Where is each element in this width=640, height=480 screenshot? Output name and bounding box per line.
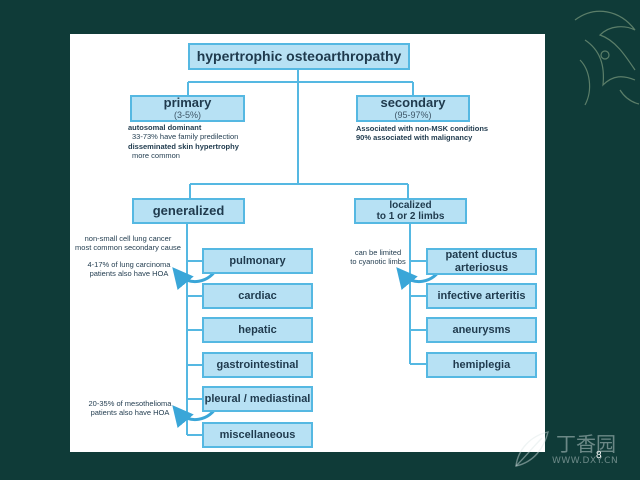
secondary-notes: Associated with non-MSK conditions 90% a… bbox=[356, 124, 536, 143]
secondary-note-2: 90% associated with malignancy bbox=[356, 133, 473, 143]
generalized-item-label: hepatic bbox=[238, 323, 277, 336]
lung-carcinoma-note: 4-17% of lung carcinoma patients also ha… bbox=[70, 260, 188, 279]
localized-item-label-line2: arteriosus bbox=[454, 261, 509, 274]
generalized-note-top-1: non-small cell lung cancer bbox=[84, 234, 172, 243]
generalized-item-miscellaneous: miscellaneous bbox=[202, 422, 313, 448]
watermark-chinese: 丁香园 bbox=[556, 432, 616, 456]
diagram-panel: hypertrophic osteoarthropathy primary (3… bbox=[70, 34, 545, 452]
generalized-item-label: miscellaneous bbox=[219, 428, 296, 441]
secondary-note-1: Associated with non-MSK conditions bbox=[356, 124, 489, 133]
localized-item-label: infective arteritis bbox=[437, 289, 526, 302]
page-number: 8 bbox=[596, 450, 602, 461]
generalized-item-hepatic: hepatic bbox=[202, 317, 313, 343]
watermark-logo: 丁香园 WWW.DXY.CN bbox=[508, 426, 636, 474]
title-box: hypertrophic osteoarthropathy bbox=[188, 43, 410, 70]
localized-item-label: aneurysms bbox=[452, 323, 511, 336]
cyanotic-note-2: to cyanotic limbs bbox=[350, 257, 406, 267]
localized-item-label: patent ductus bbox=[445, 249, 518, 262]
primary-range: (3-5%) bbox=[173, 109, 201, 120]
diagram-title: hypertrophic osteoarthropathy bbox=[196, 47, 402, 64]
localized-item-patent-ductus-arteriosus: patent ductus arteriosus bbox=[426, 248, 537, 275]
primary-notes: autosomal dominant 33-73% have family pr… bbox=[128, 123, 288, 161]
localized-label-line1: localized bbox=[389, 200, 432, 211]
primary-label: primary bbox=[163, 95, 212, 111]
corner-ornament bbox=[574, 10, 640, 106]
watermark-url: WWW.DXY.CN bbox=[552, 456, 619, 466]
cyanotic-note-1: can be limited bbox=[354, 248, 402, 257]
lung-note-1: 4-17% of lung carcinoma bbox=[87, 260, 171, 269]
localized-item-hemiplegia: hemiplegia bbox=[426, 352, 537, 378]
localized-item-aneurysms: aneurysms bbox=[426, 317, 537, 343]
localized-item-label: hemiplegia bbox=[452, 358, 511, 371]
generalized-label: generalized bbox=[152, 202, 225, 218]
cyanotic-limbs-note: can be limited to cyanotic limbs bbox=[338, 248, 418, 267]
secondary-box: secondary (95-97%) bbox=[356, 95, 470, 122]
primary-note-1: autosomal dominant bbox=[128, 123, 202, 132]
meso-note-1: 20-35% of mesothelioma bbox=[88, 399, 172, 408]
generalized-item-label: cardiac bbox=[238, 289, 277, 302]
primary-note-4: more common bbox=[132, 151, 180, 161]
leaf-icon bbox=[515, 431, 549, 467]
generalized-note-top-2: most common secondary cause bbox=[75, 243, 181, 253]
mesothelioma-note: 20-35% of mesothelioma patients also hav… bbox=[72, 399, 188, 418]
primary-box: primary (3-5%) bbox=[130, 95, 245, 122]
generalized-item-gastrointestinal: gastrointestinal bbox=[202, 352, 313, 378]
generalized-note-top: non-small cell lung cancer most common s… bbox=[70, 234, 186, 253]
lung-note-2: patients also have HOA bbox=[89, 269, 169, 279]
generalized-item-pleural-mediastinal: pleural / mediastinal bbox=[202, 386, 313, 412]
localized-box: localized to 1 or 2 limbs bbox=[354, 198, 467, 224]
generalized-item-cardiac: cardiac bbox=[202, 283, 313, 309]
generalized-item-pulmonary: pulmonary bbox=[202, 248, 313, 274]
localized-item-infective-arteritis: infective arteritis bbox=[426, 283, 537, 309]
secondary-label: secondary bbox=[380, 95, 446, 111]
primary-note-2: 33-73% have family predilection bbox=[132, 132, 239, 142]
generalized-item-label: gastrointestinal bbox=[216, 358, 299, 371]
generalized-item-label: pulmonary bbox=[229, 254, 286, 267]
primary-note-3: disseminated skin hypertrophy bbox=[128, 141, 239, 151]
generalized-item-label: pleural / mediastinal bbox=[204, 392, 311, 405]
localized-label-line2: to 1 or 2 limbs bbox=[376, 211, 445, 222]
meso-note-2: patients also have HOA bbox=[90, 408, 170, 418]
connector-lines bbox=[172, 69, 444, 436]
generalized-box: generalized bbox=[132, 198, 245, 224]
secondary-range: (95-97%) bbox=[394, 109, 432, 120]
